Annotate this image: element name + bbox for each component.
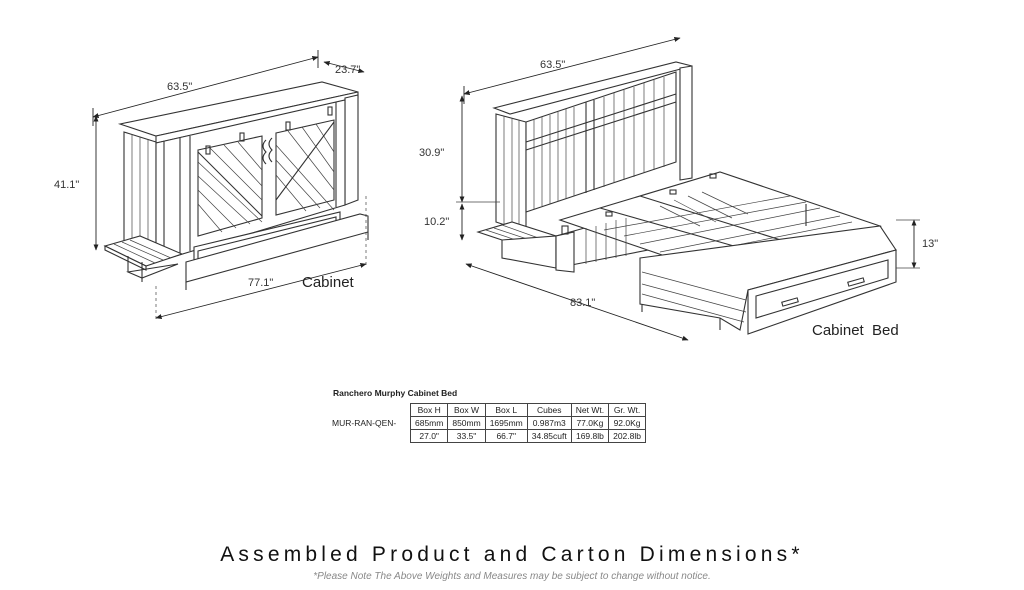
table-row: 27.0" 33.5" 66.7" 34.85cuft 169.8lb 202.… [409, 429, 646, 443]
carton-spec-block: Ranchero Murphy Cabinet Bed MUR-RAN-QEN-… [332, 388, 646, 443]
table-cell: 202.8lb [608, 429, 646, 443]
bed-labels: 63.5" 30.9" 10.2" 13" 83.1" Cabinet Bed [419, 59, 938, 339]
cabinet-illustration [103, 81, 369, 290]
cabinet-labels: 63.5" 23.7" 41.1" 77.1" Cabinet [54, 64, 360, 291]
table-cell: 33.5" [447, 429, 486, 443]
cabinet-height-label: 41.1" [54, 179, 79, 191]
header-net-wt: Net Wt. [570, 403, 610, 417]
table-cell: 77.0Kg [570, 416, 610, 430]
header-gr-wt: Gr. Wt. [608, 403, 646, 417]
footer-note: *Please Note The Above Weights and Measu… [313, 571, 711, 582]
table-cell: 0.987m3 [526, 416, 572, 430]
table-cell: 1695mm [484, 416, 528, 430]
bed-headboard-height-label: 30.9" [419, 147, 444, 159]
footer-title: Assembled Product and Carton Dimensions* [220, 543, 804, 566]
product-drawing: 63.5" 23.7" 41.1" 77.1" Cabinet [54, 36, 938, 341]
bed-dimension-lines [456, 36, 920, 341]
table-cell: 92.0Kg [608, 416, 646, 430]
header-cubes: Cubes [526, 403, 572, 417]
bed-caption: Cabinet Bed [812, 322, 899, 339]
table-cell: 169.8lb [570, 429, 610, 443]
cabinet-dimension-lines [92, 50, 367, 322]
cabinet-bed-illustration [476, 61, 897, 335]
header-box-l: Box L [484, 403, 528, 417]
table-cell: 34.85cuft [526, 429, 572, 443]
bed-width-label: 63.5" [540, 59, 565, 71]
spec-table: Box H Box W Box L Cubes Net Wt. Gr. Wt. … [409, 403, 646, 443]
cabinet-width-label: 63.5" [167, 81, 192, 93]
bed-base-height-label: 10.2" [424, 216, 449, 228]
header-box-h: Box H [409, 403, 449, 417]
table-cell: 27.0" [409, 429, 449, 443]
cabinet-caption: Cabinet [302, 274, 355, 291]
spec-header-row: Box H Box W Box L Cubes Net Wt. Gr. Wt. [409, 403, 646, 417]
sku-label: MUR-RAN-QEN- [332, 418, 397, 428]
table-cell: 66.7" [484, 429, 528, 443]
table-cell: 850mm [447, 416, 486, 430]
spec-title: Ranchero Murphy Cabinet Bed [333, 388, 458, 398]
cabinet-length-label: 77.1" [248, 277, 273, 289]
table-cell: 685mm [409, 416, 449, 430]
cabinet-depth-label: 23.7" [335, 64, 360, 76]
bed-length-label: 83.1" [570, 297, 595, 309]
table-row: 685mm 850mm 1695mm 0.987m3 77.0Kg 92.0Kg [409, 416, 646, 430]
bed-side-height-label: 13" [922, 238, 938, 250]
header-box-w: Box W [447, 403, 486, 417]
